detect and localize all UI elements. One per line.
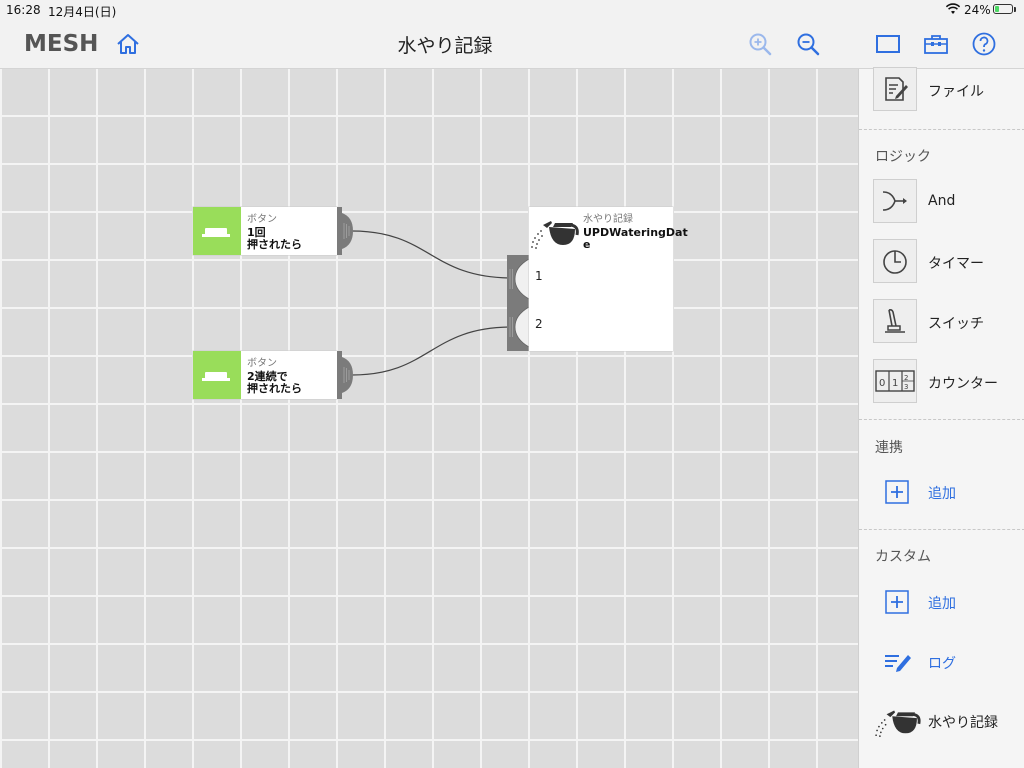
tool-label: タイマー: [928, 256, 984, 272]
button-device-icon: [193, 351, 241, 399]
watering-can-icon: [531, 221, 579, 249]
input-connector[interactable]: [507, 255, 529, 351]
block-category: ボタン: [247, 358, 277, 369]
input-port-2-label: 2: [535, 317, 543, 331]
section-divider: [859, 129, 1024, 130]
log-icon: [885, 655, 911, 672]
nav-bar: MESH 水やり記録: [0, 20, 1024, 69]
status-bar: 16:28 12月4日(日) 24%: [0, 0, 1024, 20]
add-label: 追加: [928, 596, 956, 612]
section-divider: [859, 529, 1024, 530]
home-icon[interactable]: [114, 30, 142, 58]
toolbox-icon[interactable]: [922, 30, 950, 58]
button-device-icon: [193, 207, 241, 255]
battery-icon: [993, 4, 1016, 14]
switch-icon: [873, 299, 917, 343]
wire-2: [351, 326, 513, 376]
tool-timer[interactable]: タイマー: [873, 239, 1023, 289]
svg-text:2: 2: [904, 374, 908, 382]
tool-and[interactable]: And: [873, 179, 1023, 229]
zoom-in-icon[interactable]: [746, 30, 774, 58]
custom-log-item[interactable]: ログ: [873, 644, 1023, 678]
block-category: 水やり記録: [583, 214, 633, 225]
watering-record-block[interactable]: 水やり記録 UPDWateringDat e 1 2: [529, 207, 688, 351]
tool-switch[interactable]: スイッチ: [873, 299, 1023, 349]
wire-1: [351, 230, 513, 279]
section-title-logic: ロジック: [875, 149, 931, 165]
app-logo: MESH: [24, 31, 99, 57]
custom-add-button[interactable]: 追加: [873, 584, 1023, 618]
watering-can-icon: [875, 710, 921, 738]
block-event-line2: 押されたら: [247, 238, 302, 251]
help-icon[interactable]: [970, 30, 998, 58]
tool-label: And: [928, 193, 956, 209]
add-label: 追加: [928, 486, 956, 502]
svg-text:3: 3: [904, 383, 908, 391]
wires-layer: [351, 230, 513, 376]
block-event-line2: 押されたら: [247, 382, 302, 395]
input-port-1-label: 1: [535, 269, 543, 283]
status-date: 12月4日(日): [48, 5, 117, 19]
timer-icon: [873, 239, 917, 283]
canvas-view-icon[interactable]: [874, 30, 902, 58]
file-edit-icon: [873, 67, 917, 111]
section-divider: [859, 419, 1024, 420]
output-connector-1[interactable]: [337, 207, 353, 255]
tool-label: カウンター: [928, 376, 998, 392]
tool-sidebar[interactable]: ファイル ロジック And タイマー: [858, 67, 1024, 768]
plus-icon: [885, 590, 909, 614]
plus-icon: [885, 480, 909, 504]
section-title-integration: 連携: [875, 440, 903, 456]
counter-icon: 0 1 2 3: [873, 359, 917, 403]
block-event-line1: 2連続で: [247, 370, 288, 383]
svg-text:0: 0: [879, 378, 885, 389]
output-connector-2[interactable]: [337, 351, 353, 399]
tool-label: 水やり記録: [928, 715, 998, 731]
tool-counter[interactable]: 0 1 2 3 カウンター: [873, 359, 1023, 409]
svg-text:1: 1: [892, 378, 898, 389]
and-icon: [873, 179, 917, 223]
status-time: 16:28: [6, 3, 41, 17]
block-name-line2: e: [583, 238, 591, 251]
page-title: 水やり記録: [397, 35, 493, 57]
wifi-icon: [946, 3, 960, 14]
integration-add-button[interactable]: 追加: [873, 474, 1023, 508]
zoom-out-icon[interactable]: [794, 30, 822, 58]
custom-watering-item[interactable]: 水やり記録: [873, 699, 1023, 739]
block-category: ボタン: [247, 214, 277, 225]
button-block-single[interactable]: ボタン 1回 押されたら: [193, 207, 337, 255]
tool-label: ログ: [928, 656, 956, 672]
block-name-line1: UPDWateringDat: [583, 226, 688, 239]
tool-file[interactable]: ファイル: [873, 67, 1023, 117]
flow-canvas[interactable]: ボタン 1回 押されたら ボタン 2連続で 押されたら: [0, 69, 858, 768]
tool-label: スイッチ: [928, 316, 984, 332]
block-event-line1: 1回: [247, 226, 266, 239]
battery-percent: 24%: [964, 3, 991, 17]
tool-label: ファイル: [928, 84, 984, 100]
section-title-custom: カスタム: [875, 549, 931, 565]
button-block-double[interactable]: ボタン 2連続で 押されたら: [193, 351, 337, 399]
